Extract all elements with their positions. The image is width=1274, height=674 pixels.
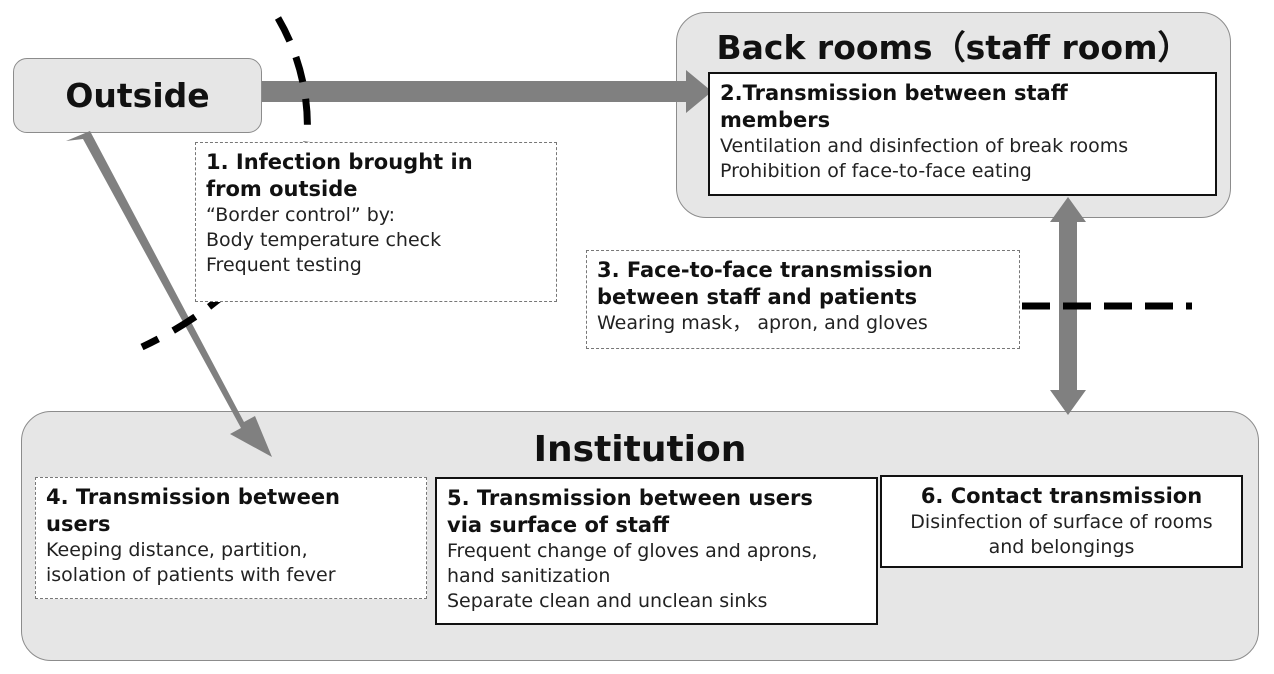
measure-box-4: 4. Transmission between users Keeping di… — [35, 477, 427, 599]
institution-title: Institution — [533, 429, 747, 470]
measure-box-6: 6. Contact transmission Disinfection of … — [880, 475, 1243, 568]
outside-zone — [13, 58, 262, 133]
box-5-line: Frequent change of gloves and aprons, — [447, 540, 818, 562]
box-1-line: Frequent testing — [206, 254, 362, 276]
arrow-outside-to-back-rooms — [262, 70, 712, 113]
box-3-heading-line: between staff and patients — [597, 285, 918, 309]
box-1-heading-line: from outside — [206, 177, 358, 201]
box-5-heading-line: via surface of staff — [447, 513, 670, 537]
box-4-heading-line: users — [46, 512, 111, 536]
box-2-heading-line: 2.Transmission between staff — [720, 81, 1068, 105]
back-rooms-title: Back rooms（staff room） — [716, 28, 1191, 67]
box-6-line: Disinfection of surface of rooms — [910, 511, 1213, 533]
measure-box-1: 1. Infection brought in from outside “Bo… — [195, 142, 557, 302]
box-5-line: Separate clean and unclean sinks — [447, 590, 768, 612]
box-4-heading-line: 4. Transmission between — [46, 485, 341, 509]
outside-title: Outside — [65, 76, 210, 115]
box-3-heading-line: 3. Face-to-face transmission — [597, 258, 933, 282]
box-1-line: “Border control” by: — [206, 204, 396, 226]
box-3-line: Wearing mask， apron, and gloves — [597, 312, 928, 334]
box-1-heading-line: 1. Infection brought in — [206, 150, 473, 174]
box-4-line: isolation of patients with fever — [46, 564, 336, 586]
measure-box-5: 5. Transmission between users via surfac… — [435, 477, 878, 625]
box-4-line: Keeping distance, partition, — [46, 539, 308, 561]
measure-box-3: 3. Face-to-face transmission between sta… — [586, 250, 1020, 349]
box-6-line: and belongings — [988, 536, 1135, 558]
box-6-heading-line: 6. Contact transmission — [920, 484, 1203, 508]
box-1-line: Body temperature check — [206, 229, 442, 251]
box-5-heading-line: 5. Transmission between users — [447, 486, 813, 510]
measure-box-2: 2.Transmission between staff members Ven… — [708, 72, 1217, 196]
arrow-outside-to-institution — [66, 131, 272, 457]
box-2-line: Prohibition of face-to-face eating — [720, 160, 1032, 182]
box-2-heading-line: members — [720, 108, 831, 132]
box-5-line: hand sanitization — [447, 565, 611, 587]
box-2-line: Ventilation and disinfection of break ro… — [720, 135, 1129, 157]
